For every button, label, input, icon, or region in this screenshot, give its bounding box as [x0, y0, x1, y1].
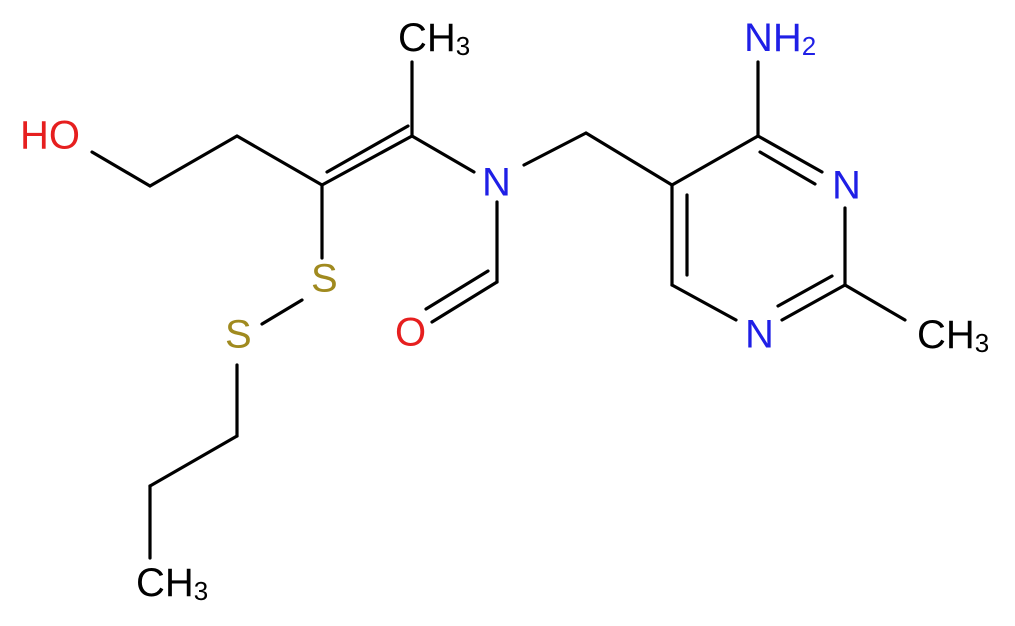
atom-o-carbonyl: O	[395, 311, 426, 355]
bond-c3-c4	[320, 134, 414, 187]
atom-ch3-bottom: CH3	[136, 561, 208, 606]
atom-s-upper: S	[311, 257, 338, 301]
bond-ring-c4-n3-double	[758, 150, 817, 186]
atom-n-amide: N	[482, 161, 511, 205]
bond-c2-c3	[235, 134, 324, 187]
bond-ch2-ring	[584, 131, 674, 187]
atom-s-lower: S	[225, 313, 252, 357]
atom-n-ring-right: N	[832, 164, 861, 208]
bond-ring-n1-c6	[670, 283, 738, 322]
atom-ch3-bottom-sub: 3	[194, 576, 208, 606]
bond-s-s	[260, 298, 304, 326]
bond-n-ch2	[522, 131, 588, 167]
atom-ch3-ring-main: CH	[917, 313, 975, 357]
atom-ch3-top: CH3	[398, 16, 470, 61]
atom-nh2: NH2	[744, 16, 816, 61]
atom-nh2-sub: 2	[802, 31, 816, 61]
bond-c3-c4-double	[325, 124, 410, 174]
bond-ring-c5-c4	[670, 134, 760, 187]
atom-ch3-ring: CH3	[917, 313, 989, 358]
bond-c2-ch3	[843, 283, 907, 322]
bond-c-o	[430, 280, 499, 324]
atom-nh2-main: NH	[744, 16, 802, 60]
bond-ring-c4-n3	[756, 134, 824, 174]
atom-ch3-top-main: CH	[398, 16, 456, 60]
atom-labels: HO CH3 N NH2 N N S S O CH3 CH3	[20, 16, 989, 606]
bond-c4-n	[410, 134, 476, 174]
bond-o-c1	[90, 150, 152, 188]
bond-c1-c2	[148, 134, 239, 188]
atom-ch3-top-sub: 3	[456, 31, 470, 61]
atom-ch3-bottom-main: CH	[136, 561, 194, 605]
atom-ho: HO	[20, 114, 80, 158]
bond-ring-c2-n1-double	[776, 274, 834, 308]
bond-c-o-double	[424, 269, 490, 311]
atom-ch3-ring-sub: 3	[975, 328, 989, 358]
bond-c-c-propyl1	[148, 434, 239, 488]
bonds	[90, 60, 907, 560]
atom-n-ring-bottom: N	[745, 313, 774, 357]
bond-ring-c2-n1	[780, 283, 847, 322]
